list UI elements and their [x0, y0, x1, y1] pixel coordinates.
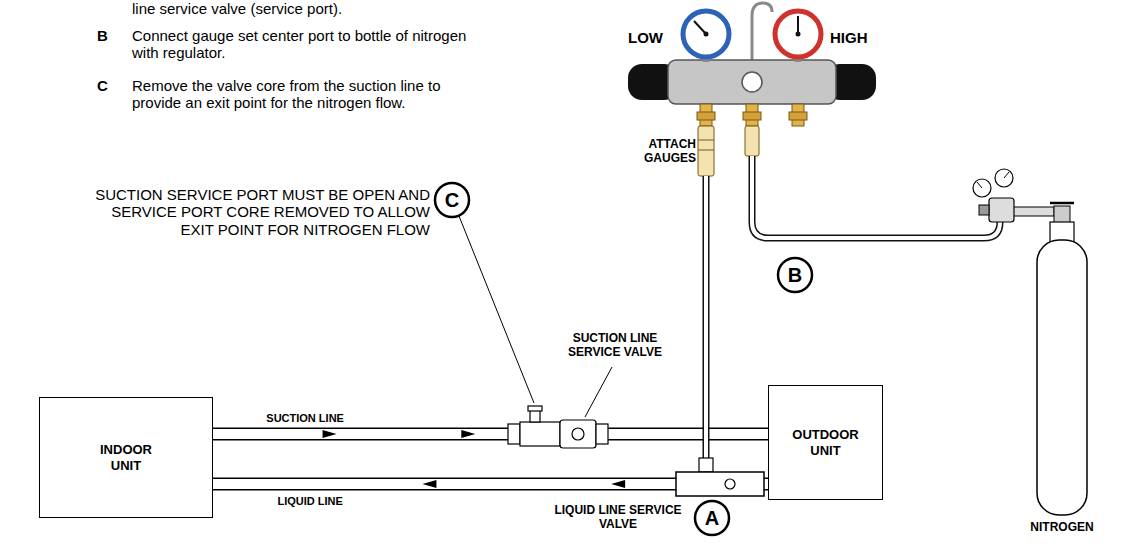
callout-letter: B	[788, 265, 802, 285]
brass-nut	[697, 112, 715, 120]
step-letter: B	[97, 27, 108, 44]
coupling-ridge	[698, 140, 714, 141]
liquid-valve-body	[676, 472, 764, 496]
part-label: SUCTION LINE SERVICE VALVE	[565, 332, 665, 360]
regulator-pipe	[1012, 207, 1054, 216]
unit-text-group: OUTDOOR UNIT	[790, 427, 862, 458]
suction-line-pipe	[213, 430, 768, 438]
valve-stem	[572, 428, 584, 440]
part-label: LIQUID LINE SERVICE VALVE	[548, 504, 688, 532]
valve-nut	[596, 424, 608, 444]
coupling-ridge	[698, 150, 714, 151]
step-letter: C	[97, 77, 108, 94]
gauge-pivot	[796, 32, 801, 37]
cylinder-collar	[1050, 222, 1074, 242]
callout-circle	[778, 258, 812, 292]
flow-arrowhead	[422, 480, 436, 488]
liquid-valve-port	[699, 458, 713, 472]
callout-letter: C	[445, 190, 459, 210]
service-port	[530, 410, 540, 422]
indoor-unit-box: INDOOR UNIT	[39, 397, 213, 518]
leader-line	[585, 367, 612, 417]
regulator-body	[989, 198, 1014, 222]
callout-letter: A	[705, 508, 719, 528]
flow-arrowhead	[461, 430, 475, 438]
gauge-pivot	[704, 32, 709, 37]
outdoor-unit-box: OUTDOOR UNIT	[768, 385, 883, 500]
nitrogen-hose	[752, 156, 1000, 238]
valve-stem	[725, 479, 735, 489]
unit-name: INDOOR UNIT	[90, 442, 162, 473]
callout-circle	[435, 183, 469, 217]
hose-label: ATTACH GAUGES	[636, 138, 696, 166]
pipe-bore	[213, 429, 768, 439]
gauge-label: LOW	[628, 29, 663, 46]
cylinder-valve	[1054, 206, 1070, 224]
brass-nut	[789, 112, 807, 120]
callout-circle	[695, 501, 729, 535]
valve-body	[520, 422, 560, 446]
manifold-sight-glass	[742, 72, 762, 92]
gauge-needle	[1004, 172, 1009, 178]
low-pressure-gauge	[683, 11, 729, 57]
gauge-needle	[694, 21, 706, 34]
gauge-label: HIGH	[830, 29, 868, 46]
regulator-knob	[979, 205, 989, 215]
service-port-cap	[528, 406, 542, 411]
gauge-hose	[703, 176, 710, 460]
unit-name: OUTDOOR UNIT	[790, 427, 862, 458]
hose-coupling	[698, 126, 714, 176]
note-text: SUCTION SERVICE PORT MUST BE OPEN AND SE…	[85, 186, 430, 238]
pipe-wall	[213, 428, 768, 441]
flow-arrowhead	[611, 480, 625, 488]
instruction-text: Remove the valve core from the suction l…	[132, 77, 482, 112]
regulator-gauge	[973, 179, 991, 197]
regulator-gauge	[995, 169, 1013, 187]
nitrogen-cylinder	[1037, 240, 1087, 515]
gauge-hose-core	[704, 176, 708, 460]
flow-arrowhead	[323, 430, 337, 438]
brass-nut	[743, 112, 761, 120]
line-label: SUCTION LINE	[264, 412, 346, 425]
nitrogen-hose-core	[752, 156, 1000, 238]
line-label: LIQUID LINE	[275, 495, 344, 508]
gauge-needle	[797, 16, 799, 34]
high-pressure-gauge	[775, 11, 821, 57]
tank-label: NITROGEN	[1030, 521, 1093, 535]
instruction-text: Connect gauge set center port to bottle …	[132, 27, 482, 62]
valve-nut	[508, 424, 520, 444]
instruction-text: line service valve (service port).	[132, 0, 492, 17]
hose-coupling	[745, 126, 759, 156]
leader-line	[459, 216, 534, 403]
gauge-needle	[977, 182, 982, 188]
unit-text-group: INDOOR UNIT	[90, 442, 162, 473]
manifold-body	[668, 60, 836, 104]
cylinder-handle	[1050, 202, 1074, 205]
ball-valve	[560, 420, 596, 448]
